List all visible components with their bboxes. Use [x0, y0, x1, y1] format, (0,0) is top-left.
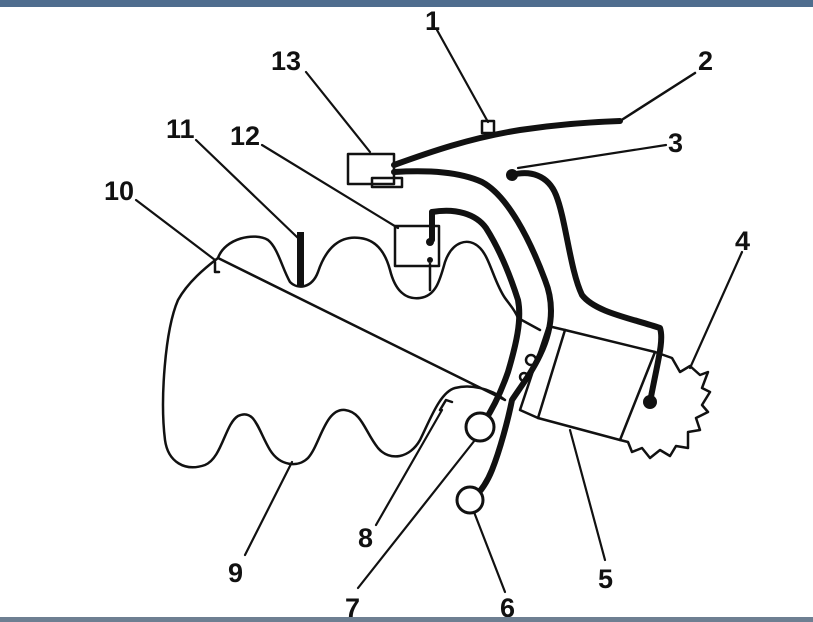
component-10-tab — [213, 260, 221, 274]
leader-8 — [374, 408, 444, 527]
leader-1 — [435, 28, 490, 124]
callout-9: 9 — [228, 558, 243, 588]
leader-5 — [568, 428, 607, 562]
window-bottom-bar — [0, 617, 813, 622]
component-12-sensor — [393, 224, 441, 268]
leader-3 — [516, 143, 668, 170]
leader-13 — [304, 70, 372, 154]
callout-5: 5 — [598, 564, 613, 594]
component-5-module-side — [518, 324, 567, 420]
callout-7: 7 — [345, 593, 360, 617]
harness-2 — [391, 118, 623, 168]
harness-connector-b — [518, 371, 530, 383]
component-5-module — [536, 328, 657, 442]
callout-4: 4 — [735, 226, 750, 256]
component-11-bar — [297, 232, 304, 286]
leader-6 — [472, 510, 507, 594]
callout-3: 3 — [668, 128, 683, 158]
leader-11 — [194, 138, 300, 240]
component-7-sensor — [464, 411, 496, 443]
component-12-terminal-b — [427, 257, 433, 263]
component-4-grommet — [643, 395, 657, 409]
callout-11: 11 — [166, 114, 195, 144]
callout-2: 2 — [698, 46, 713, 76]
leader-7 — [356, 438, 477, 590]
harness-12 — [429, 207, 523, 425]
leader-12 — [260, 143, 400, 230]
component-6-sensor — [455, 485, 485, 515]
leader-9 — [243, 460, 294, 557]
harness-connector-a — [524, 353, 538, 367]
harness-3 — [509, 170, 665, 405]
callout-13: 13 — [271, 46, 301, 76]
harness-main-down — [391, 168, 554, 501]
harness-2-end — [618, 71, 697, 123]
window-top-bar — [0, 0, 813, 7]
callout-12: 12 — [230, 121, 260, 151]
callout-10: 10 — [104, 176, 134, 206]
component-13-connector-tab — [370, 176, 404, 189]
engine-block-outline — [161, 235, 542, 469]
leader-10 — [134, 198, 217, 262]
callout-8: 8 — [358, 523, 373, 553]
callout-6: 6 — [500, 593, 515, 617]
leader-4 — [688, 250, 744, 370]
component-4-serrated — [618, 350, 712, 460]
callout-1: 1 — [425, 6, 440, 36]
component-8-bracket — [438, 398, 454, 412]
